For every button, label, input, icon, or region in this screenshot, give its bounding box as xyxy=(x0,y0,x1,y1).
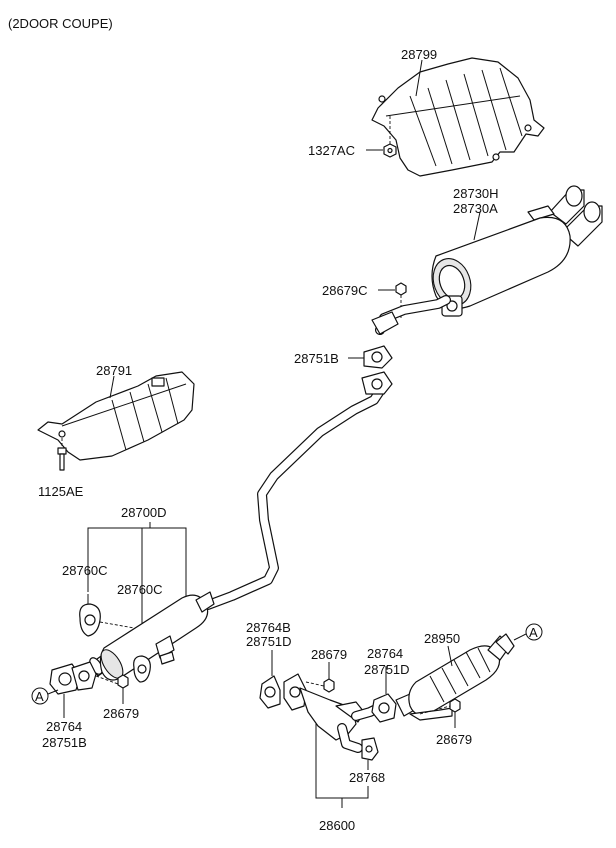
label-rear-gasket: 28751B xyxy=(294,351,339,366)
label-front-gasket-b: 28751B xyxy=(42,735,87,750)
hanger-rubber-left xyxy=(79,603,101,637)
variant-caption: (2DOOR COUPE) xyxy=(8,16,113,31)
ref-marker-a-right: A xyxy=(525,623,543,641)
hanger-rubber-right xyxy=(133,655,151,683)
svg-text:A: A xyxy=(35,689,44,704)
label-heat-shield-rear: 28799 xyxy=(401,47,437,62)
shield-bolt xyxy=(57,447,67,471)
label-catalytic-converter: 28950 xyxy=(424,631,460,646)
hanger-rubber-front xyxy=(361,737,379,761)
label-hanger-nut-rear: 28679C xyxy=(322,283,368,298)
cat-nut-top xyxy=(323,678,335,693)
cat-inlet-gasket xyxy=(259,675,281,709)
label-shield-bolt: 1125AE xyxy=(38,484,84,499)
label-hanger-rubber: 28768 xyxy=(349,770,385,785)
front-pipe-flange xyxy=(71,661,97,691)
label-cat-outlet-gasket-b: 28751D xyxy=(364,662,410,677)
rear-heat-shield xyxy=(371,57,545,177)
rear-pipe-flange xyxy=(361,371,393,395)
label-hanger-left: 28760C xyxy=(62,563,108,578)
cat-nut-bottom xyxy=(449,698,461,713)
label-front-pipe-assy: 28600 xyxy=(319,818,355,833)
shield-nut xyxy=(383,143,397,158)
label-cat-nut-bottom: 28679 xyxy=(436,732,472,747)
rear-muffler xyxy=(431,185,603,317)
label-heat-shield-center: 28791 xyxy=(96,363,132,378)
rear-gasket xyxy=(363,345,393,369)
label-shield-nut: 1327AC xyxy=(308,143,355,158)
label-cat-outlet-gasket-a: 28764 xyxy=(367,646,403,661)
label-front-gasket-a: 28764 xyxy=(46,719,82,734)
label-cat-nut-top: 28679 xyxy=(311,647,347,662)
label-hanger-right: 28760C xyxy=(117,582,163,597)
center-heat-shield xyxy=(37,371,195,461)
label-cat-gasket-b: 28751D xyxy=(246,634,292,649)
label-muffler-a: 28730A xyxy=(453,201,498,216)
cat-outlet-gasket xyxy=(371,693,397,723)
label-muffler-h: 28730H xyxy=(453,186,499,201)
front-pipe-nut xyxy=(117,674,129,689)
label-cat-gasket-a: 28764B xyxy=(246,620,291,635)
catalytic-converter xyxy=(395,633,515,721)
center-pipe xyxy=(203,383,387,610)
label-center-muffler-assy: 28700D xyxy=(121,505,167,520)
label-nut-front-pipe: 28679 xyxy=(103,706,139,721)
leader-28799 xyxy=(415,59,423,97)
ref-marker-a-left: A xyxy=(31,687,49,705)
svg-text:A: A xyxy=(529,625,538,640)
hanger-nut-rear xyxy=(395,282,407,296)
